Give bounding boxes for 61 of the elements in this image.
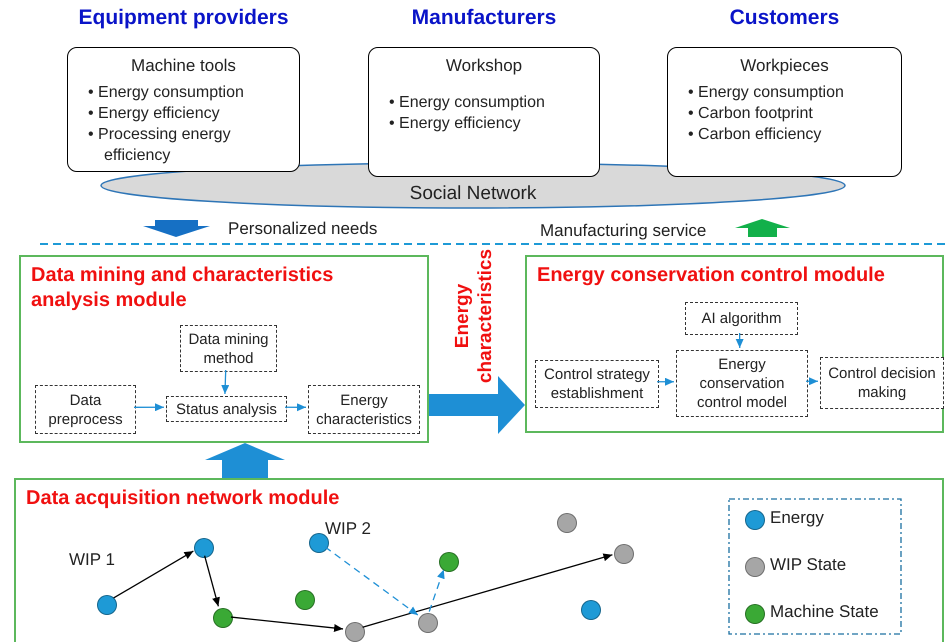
arrow bbox=[221, 370, 230, 394]
ellipse-label: Social Network bbox=[408, 183, 538, 205]
bullet-item: • Energy efficiency bbox=[88, 104, 221, 124]
network-node bbox=[345, 622, 365, 642]
process-box: Energy conservation control model bbox=[676, 350, 808, 417]
arrow bbox=[806, 377, 818, 386]
bullet-item: • Energy consumption bbox=[389, 93, 546, 113]
edge-label: Energy characteristics bbox=[451, 248, 497, 386]
bullet-item: • Carbon footprint bbox=[688, 104, 814, 124]
legend-label: Energy bbox=[770, 508, 824, 528]
legend-label: WIP State bbox=[770, 555, 846, 575]
block-arrow bbox=[205, 443, 285, 478]
process-box: Energy characteristics bbox=[308, 385, 420, 434]
network-node bbox=[309, 533, 329, 553]
module-title: Data mining and characteristics analysis module bbox=[31, 263, 334, 313]
arrow bbox=[657, 378, 674, 386]
arrow bbox=[134, 403, 164, 412]
bullet-item: • Energy efficiency bbox=[389, 114, 522, 134]
module-title: Data acquisition network module bbox=[26, 486, 340, 511]
box-title: Workpieces bbox=[739, 56, 830, 76]
bullet-item: • Carbon efficiency bbox=[688, 125, 822, 145]
process-box: Status analysis bbox=[166, 396, 287, 422]
arrow bbox=[324, 546, 418, 616]
box-title: Workshop bbox=[444, 56, 524, 76]
arrow bbox=[736, 333, 744, 348]
module-box bbox=[525, 255, 944, 433]
bullet-item: • Energy consumption bbox=[688, 83, 845, 103]
network-node bbox=[213, 608, 233, 628]
bullet-item: • Processing energy efficiency bbox=[88, 125, 232, 166]
network-node bbox=[439, 552, 459, 572]
flow-label: Manufacturing service bbox=[540, 221, 706, 241]
process-box: AI algorithm bbox=[685, 302, 798, 335]
network-node bbox=[614, 544, 634, 564]
process-box: Data mining method bbox=[180, 325, 277, 372]
box-title: Machine tools bbox=[130, 56, 237, 76]
network-node bbox=[581, 600, 601, 620]
stakeholder-heading: Equipment providers bbox=[77, 6, 290, 30]
network-node bbox=[418, 613, 438, 633]
node-label: WIP 1 bbox=[69, 550, 115, 570]
arrow bbox=[113, 550, 194, 598]
module-title: Energy conservation control module bbox=[537, 263, 886, 288]
stakeholder-heading: Manufacturers bbox=[410, 6, 558, 30]
network-node bbox=[295, 590, 315, 610]
social-network-ellipse bbox=[100, 162, 846, 209]
process-box: Data preprocess bbox=[35, 385, 136, 434]
block-arrow bbox=[429, 376, 525, 434]
arrow bbox=[230, 616, 344, 632]
arrow bbox=[204, 555, 220, 607]
module-box bbox=[19, 255, 429, 443]
node-label: WIP 2 bbox=[325, 519, 371, 539]
bullet-item: • Energy consumption bbox=[88, 83, 245, 103]
stakeholder-heading: Customers bbox=[728, 6, 840, 30]
network-node bbox=[194, 538, 214, 558]
arrow bbox=[362, 553, 613, 628]
arrow bbox=[428, 569, 445, 612]
legend-label: Machine State bbox=[770, 602, 879, 622]
process-box: Control decision making bbox=[820, 357, 944, 409]
process-box: Control strategy establishment bbox=[535, 360, 659, 408]
arrow bbox=[285, 403, 306, 412]
network-node bbox=[97, 595, 117, 615]
network-node bbox=[557, 513, 577, 533]
